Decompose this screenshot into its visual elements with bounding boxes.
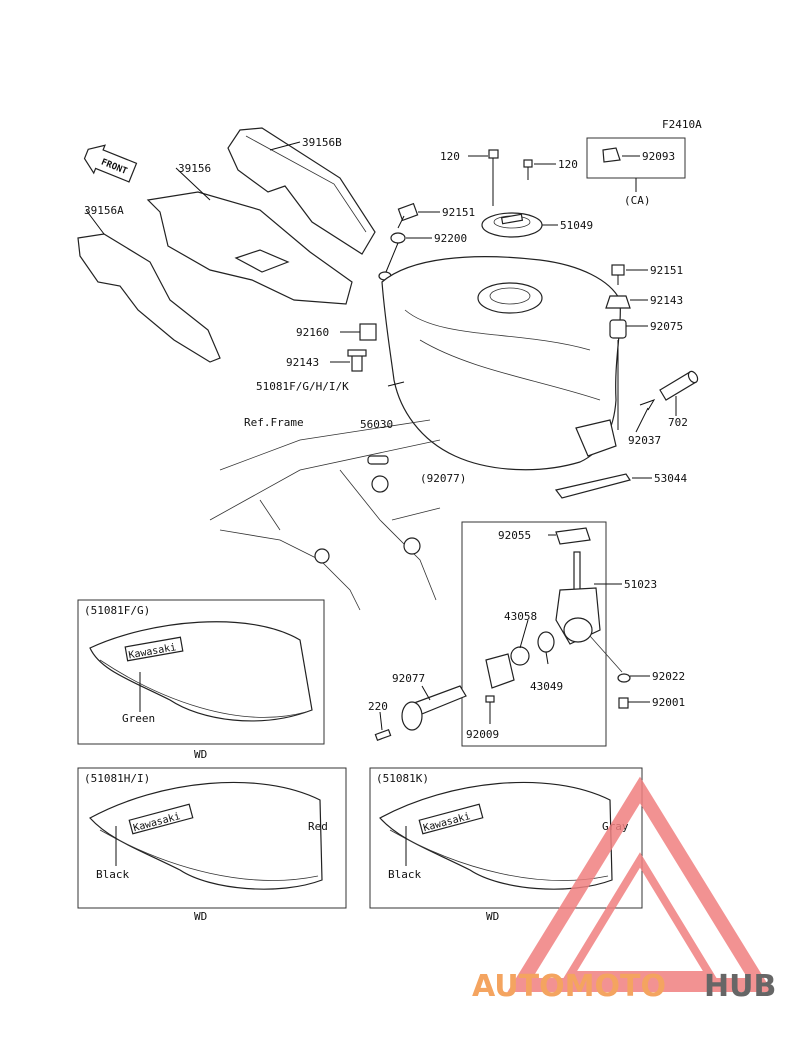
label-92151-right: 92151 bbox=[650, 264, 683, 277]
insulator-39156B bbox=[227, 127, 376, 255]
variant-fg-footer: WD bbox=[194, 748, 207, 761]
fuel-tank bbox=[381, 256, 621, 471]
hose-702 bbox=[639, 370, 699, 411]
grommet-92075 bbox=[609, 319, 627, 339]
bolt-120-right bbox=[523, 159, 533, 180]
label-92055: 92055 bbox=[498, 529, 531, 542]
bolt-120-left bbox=[488, 149, 499, 206]
variant-fg-color: Green bbox=[122, 712, 155, 725]
label-120-right: 120 bbox=[558, 158, 578, 171]
insulator-39156 bbox=[146, 191, 353, 305]
label-92001: 92001 bbox=[652, 696, 685, 709]
label-51081: 51081F/G/H/I/K bbox=[256, 380, 349, 393]
label-53044: 53044 bbox=[654, 472, 687, 485]
variant-tank-hi bbox=[89, 781, 323, 890]
variant-k-color1: Black bbox=[388, 868, 421, 881]
bolt-92151-left bbox=[397, 202, 419, 229]
label-92093: 92093 bbox=[642, 150, 675, 163]
label-92160: 92160 bbox=[296, 326, 329, 339]
collar-92143-right bbox=[605, 295, 631, 309]
label-92077: 92077 bbox=[392, 672, 425, 685]
variant-k-footer: WD bbox=[486, 910, 499, 923]
part-92093-box bbox=[586, 137, 686, 179]
label-CA: (CA) bbox=[624, 194, 651, 207]
label-92077-ref: (92077) bbox=[420, 472, 466, 485]
fuel-tap-51023 bbox=[374, 527, 631, 741]
variant-k-code: (51081K) bbox=[376, 772, 429, 785]
label-220: 220 bbox=[368, 700, 388, 713]
variant-box-hi bbox=[77, 767, 347, 909]
variant-hi-footer: WD bbox=[194, 910, 207, 923]
label-92037: 92037 bbox=[628, 434, 661, 447]
insulator-39156A bbox=[77, 233, 221, 363]
label-92022: 92022 bbox=[652, 670, 685, 683]
label-92200: 92200 bbox=[434, 232, 467, 245]
watermark-logo bbox=[507, 776, 773, 992]
fuel-cap-51049 bbox=[481, 212, 543, 238]
variant-tank-fg bbox=[89, 621, 313, 722]
label-51023: 51023 bbox=[624, 578, 657, 591]
variant-hi-color2: Red bbox=[308, 820, 328, 833]
label-39156: 39156 bbox=[178, 162, 211, 175]
leader-lines bbox=[85, 141, 677, 866]
label-39156A: 39156A bbox=[84, 204, 124, 217]
label-92151-left: 92151 bbox=[442, 206, 475, 219]
front-arrow-icon: FRONT bbox=[83, 144, 138, 183]
watermark-text-part2: HUB bbox=[704, 969, 776, 1004]
figure-code: F2410A bbox=[662, 118, 702, 131]
label-ref-frame: Ref.Frame bbox=[244, 416, 304, 429]
frame-ref bbox=[209, 419, 441, 611]
variant-hi-color1: Black bbox=[96, 868, 129, 881]
washer-92200 bbox=[390, 232, 406, 244]
damper-92160 bbox=[359, 323, 377, 341]
label-702: 702 bbox=[668, 416, 688, 429]
variant-hi-code: (51081H/I) bbox=[84, 772, 150, 785]
label-56030: 56030 bbox=[360, 418, 393, 431]
label-43058: 43058 bbox=[504, 610, 537, 623]
watermark-text-part1: AUTOMOTO bbox=[472, 969, 666, 1004]
variant-box-k bbox=[369, 767, 643, 909]
collar-92143-left bbox=[347, 349, 367, 372]
label-51049: 51049 bbox=[560, 219, 593, 232]
fuel-tap-box bbox=[461, 521, 607, 747]
label-92009: 92009 bbox=[466, 728, 499, 741]
variant-box-fg bbox=[77, 599, 325, 745]
label-92075: 92075 bbox=[650, 320, 683, 333]
bolt-92151-right bbox=[611, 264, 625, 285]
label-92143-left: 92143 bbox=[286, 356, 319, 369]
label-92143-right: 92143 bbox=[650, 294, 683, 307]
label-43049: 43049 bbox=[530, 680, 563, 693]
label-120-left: 120 bbox=[440, 150, 460, 163]
bracket-53044 bbox=[554, 473, 631, 499]
variant-fg-code: (51081F/G) bbox=[84, 604, 150, 617]
label-39156B: 39156B bbox=[302, 136, 342, 149]
